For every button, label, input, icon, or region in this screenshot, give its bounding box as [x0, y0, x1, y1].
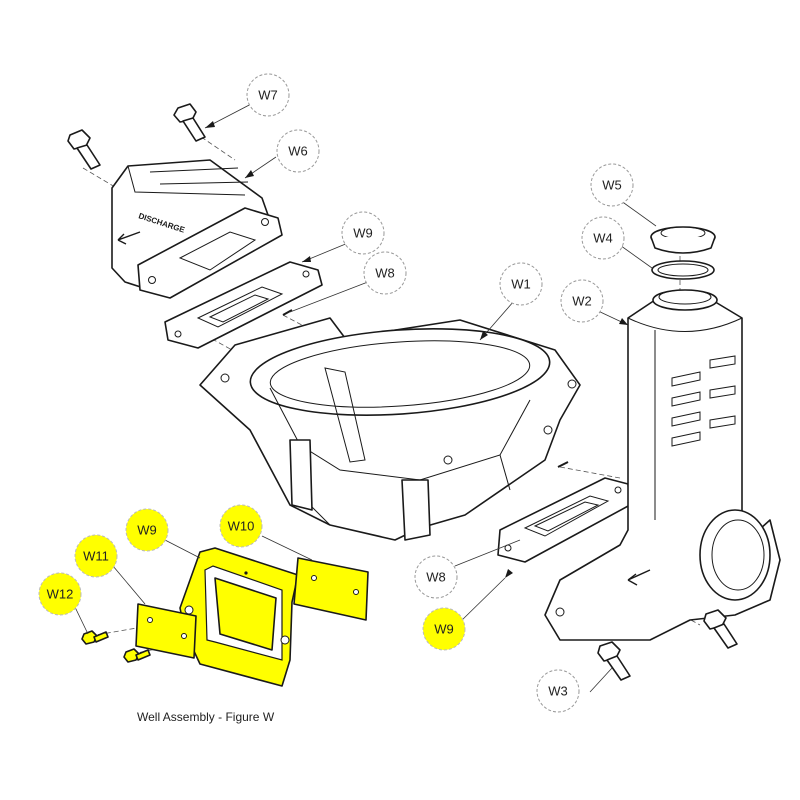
part-w3-bolt-left [597, 641, 631, 681]
part-w7-bolt-upper [173, 103, 206, 142]
part-w11-plate [135, 603, 197, 659]
svg-text:W9: W9 [434, 621, 454, 636]
callout-w6: W6 [276, 129, 320, 173]
svg-text:W6: W6 [288, 143, 308, 158]
svg-text:W9: W9 [137, 522, 157, 537]
svg-text:W9: W9 [353, 225, 373, 240]
callout-w12: W12 [38, 572, 82, 616]
callout-w9-lower: W9 [125, 508, 169, 552]
part-w2-riser-pipe [544, 289, 781, 641]
svg-text:W12: W12 [47, 586, 74, 601]
part-w4-o-ring [651, 260, 715, 280]
part-w9-gasket-upper [164, 261, 323, 349]
riser-vent-slots [671, 355, 736, 447]
svg-text:W5: W5 [602, 177, 622, 192]
part-w7-bolt-left [67, 129, 101, 170]
part-w8-pin-upper [282, 309, 293, 316]
part-w3-bolt-right [703, 609, 738, 649]
callout-w7: W7 [246, 73, 290, 117]
svg-text:W7: W7 [258, 87, 278, 102]
callout-w2: W2 [560, 279, 604, 323]
discharge-arrow-icon [117, 231, 141, 245]
callout-w11: W11 [74, 534, 118, 578]
svg-text:W10: W10 [228, 518, 255, 533]
part-w5-cap [650, 226, 716, 254]
svg-text:W2: W2 [572, 293, 592, 308]
callout-w10: W10 [219, 504, 263, 548]
part-w1-well-housing [199, 317, 581, 541]
part-w10-plate [293, 557, 369, 621]
callout-w9-middle: W9 [422, 607, 466, 651]
part-w12-screw-right [123, 648, 151, 663]
svg-text:W3: W3 [548, 683, 568, 698]
callout-w9-top: W9 [341, 211, 385, 255]
part-w9-gasket-middle [497, 477, 631, 563]
leader-arrowheads [205, 121, 628, 578]
figure-caption: Well Assembly - Figure W [137, 710, 275, 724]
svg-text:W4: W4 [593, 230, 613, 245]
callout-w5: W5 [590, 163, 634, 207]
part-w8-pin-middle [557, 461, 569, 468]
callout-w3: W3 [536, 669, 580, 713]
svg-text:W8: W8 [375, 265, 395, 280]
callout-w8-middle: W8 [414, 555, 458, 599]
part-w12-screw-left [81, 630, 109, 645]
flow-arrow-icon [627, 569, 651, 586]
svg-text:W1: W1 [511, 276, 531, 291]
callout-w1: W1 [499, 262, 543, 306]
callout-w8-top: W8 [363, 251, 407, 295]
svg-text:W11: W11 [83, 548, 109, 563]
part-w6-discharge-cap: DISCHARGE [111, 159, 283, 299]
svg-text:W8: W8 [426, 569, 446, 584]
callout-w4: W4 [581, 216, 625, 260]
part-w9-gasket-highlighted [179, 547, 299, 687]
